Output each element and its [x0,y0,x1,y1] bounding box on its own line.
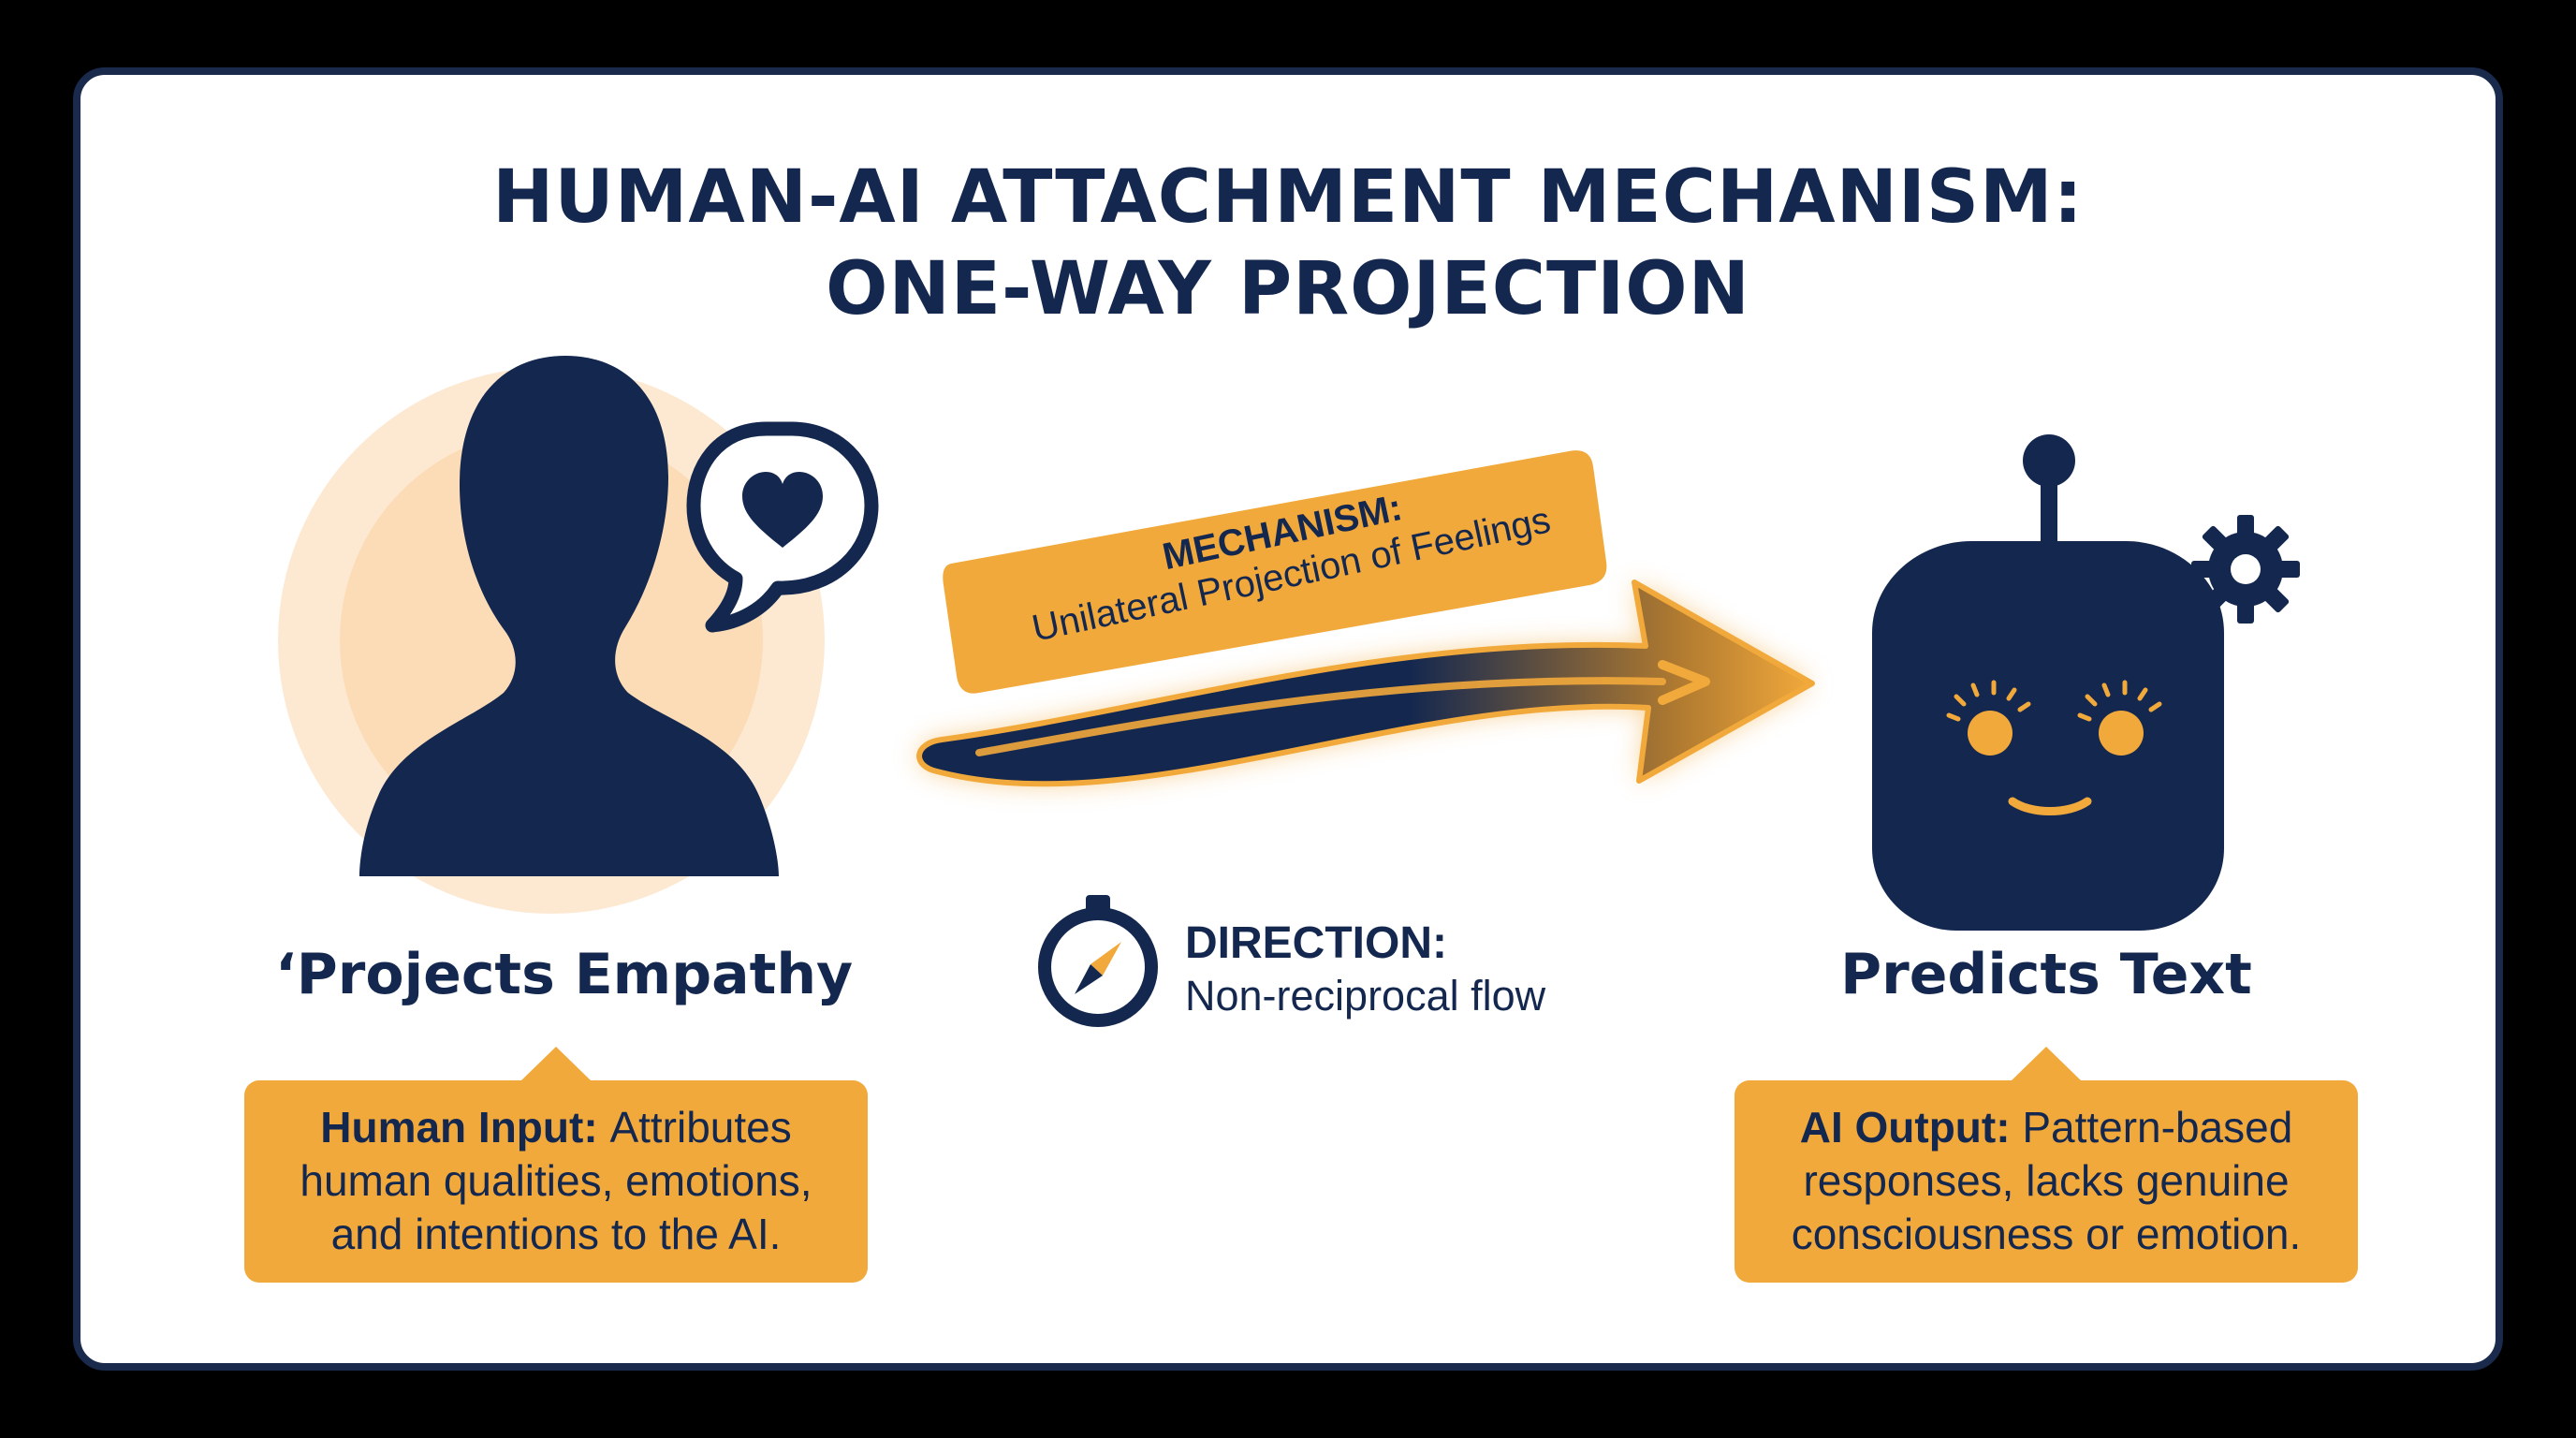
mechanism-banner [943,450,1607,694]
title-line-1: HUMAN-AI ATTACHMENT MECHANISM: [492,155,2084,240]
direction-label: DIRECTION: Non-reciprocal flow [1185,917,1545,1022]
human-callout-heading: Human Input: [320,1103,610,1152]
compass-icon [1038,895,1158,1027]
human-callout-text: Attributes human qualities, emotions, an… [300,1103,812,1258]
ai-output-callout: AI Output: Pattern-based responses, lack… [1734,1047,2358,1283]
ai-callout-text: Pattern-based responses, lacks genuine c… [1791,1103,2302,1258]
diagram-artwork [278,356,2300,1027]
direction-text: Non-reciprocal flow [1185,972,1546,1020]
ai-callout-heading: AI Output: [1799,1103,2023,1152]
human-label: ‘Projects Empathy [275,942,854,1007]
human-figure [278,356,879,914]
ai-label: Predicts Text [1840,942,2252,1007]
direction-heading: DIRECTION: [1185,918,1447,968]
title-line-2: ONE-WAY PROJECTION [826,247,1750,331]
human-input-callout: Human Input: Attributes human qualities,… [244,1047,868,1283]
heart-speech-bubble-icon [686,421,879,633]
gear-icon [2191,515,2300,624]
diagram-card: HUMAN-AI ATTACHMENT MECHANISM: ONE-WAY P… [73,67,2503,1371]
robot-head-icon [1872,434,2224,931]
projection-arrow [916,580,1815,787]
person-silhouette-icon [359,356,779,876]
